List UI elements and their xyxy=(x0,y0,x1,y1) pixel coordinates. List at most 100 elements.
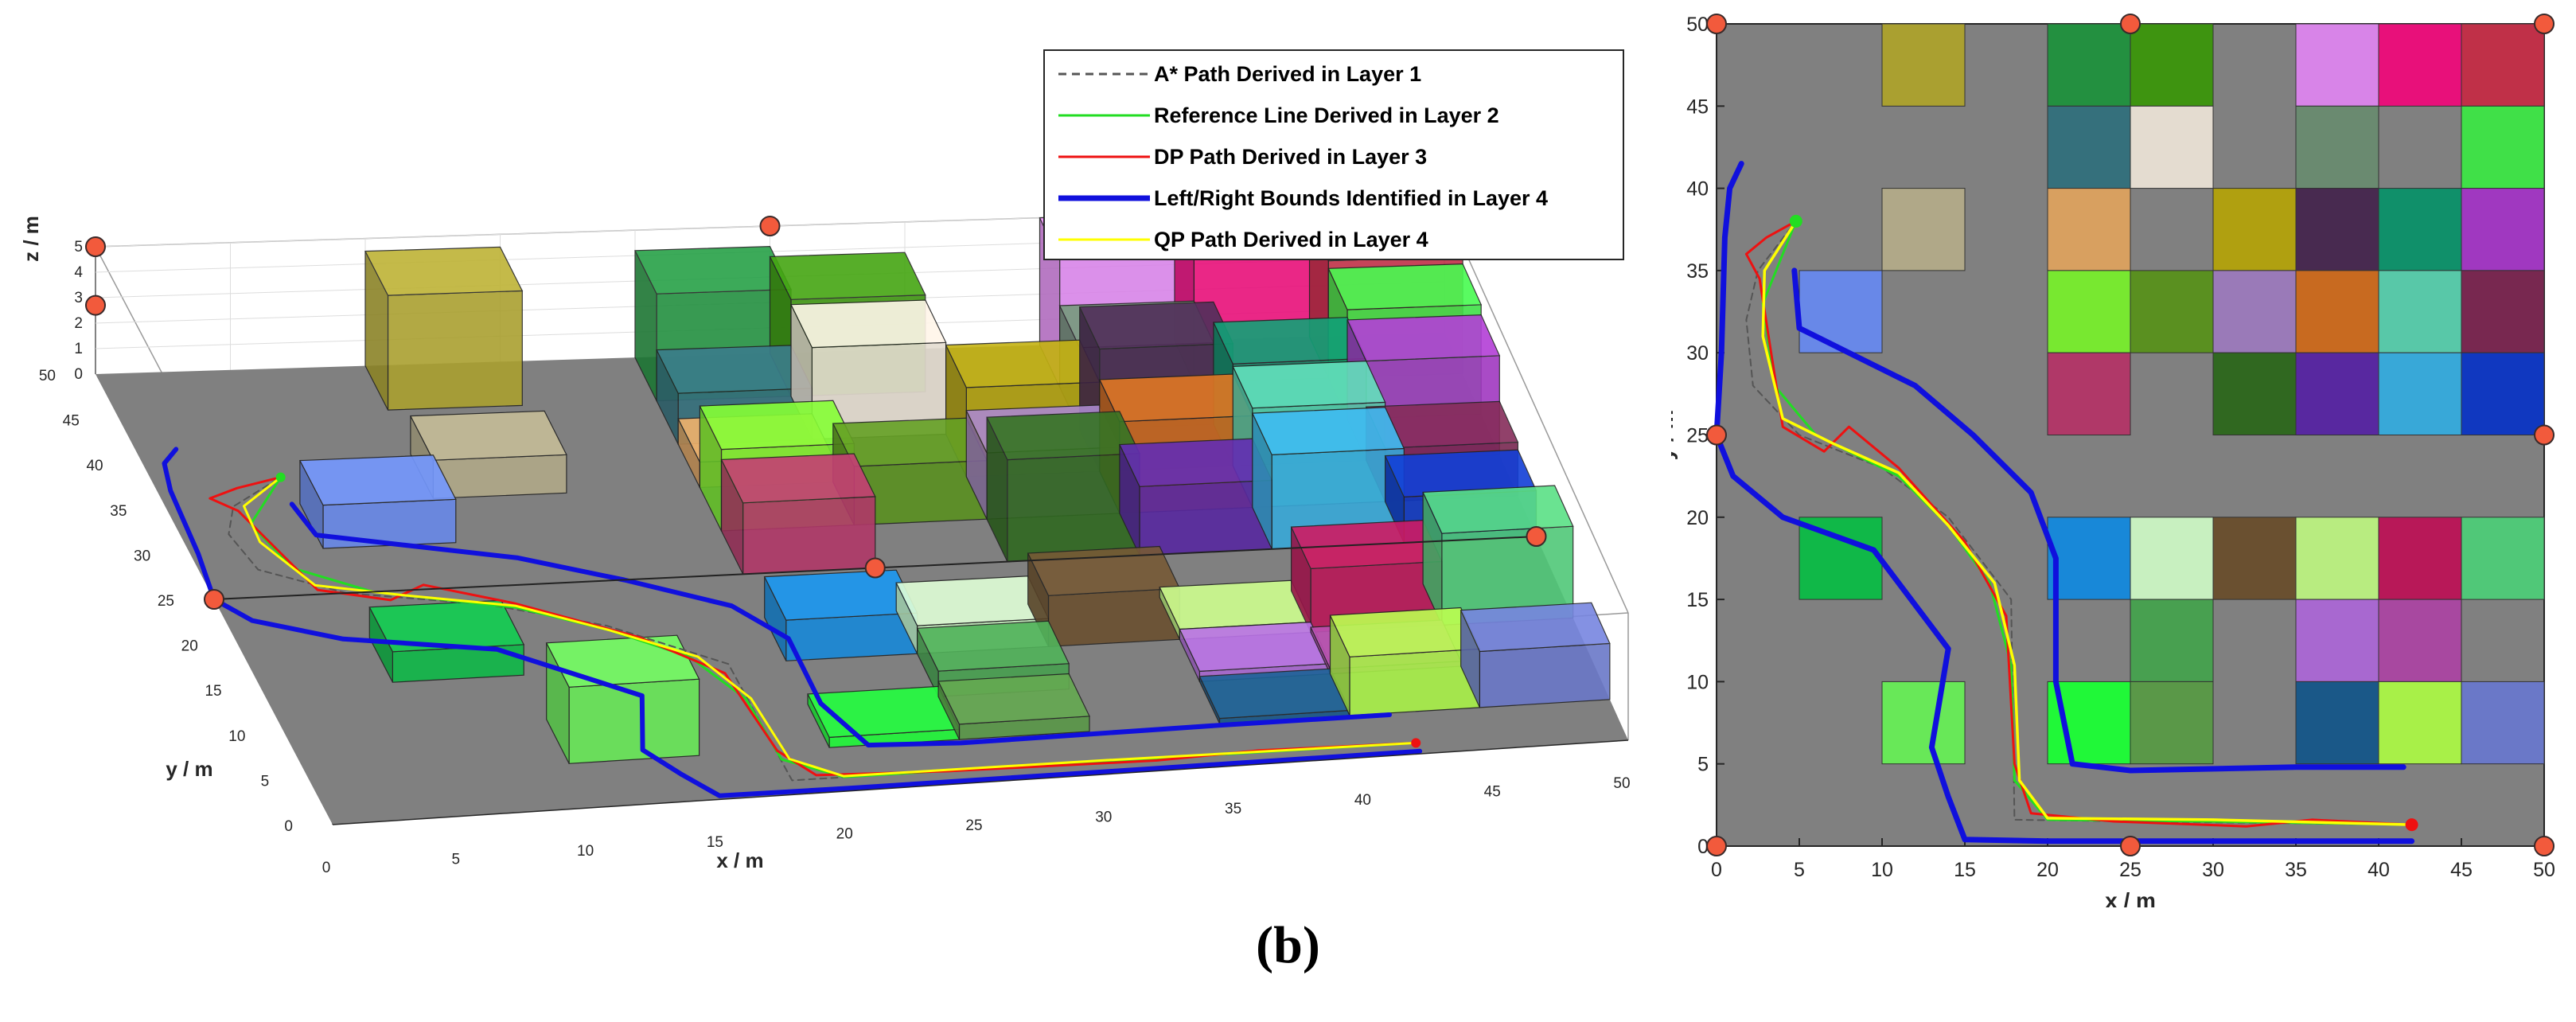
obstacle-2d-0 xyxy=(1881,23,1966,107)
obstacle-3d-28 xyxy=(368,599,525,683)
obstacle-3d-top xyxy=(986,411,1140,461)
x-tick-label-2d: 0 xyxy=(1711,859,1722,881)
y-tick-label-2d: 50 xyxy=(1686,14,1709,36)
corner-marker-2d xyxy=(2120,836,2141,856)
y-tick-label-3d: 10 xyxy=(228,728,245,745)
x-tick-label-3d: 0 xyxy=(322,860,331,876)
obstacle-2d-19 xyxy=(2212,270,2297,353)
z-tick-label-3d: 5 xyxy=(74,239,83,256)
frame-edge-3d xyxy=(332,739,1629,825)
obstacle-3d-16 xyxy=(298,454,457,549)
start-marker-3d xyxy=(1411,738,1421,748)
obstacle-3d-top xyxy=(1422,485,1574,534)
obstacle-2d-33 xyxy=(2378,517,2462,600)
obstacle-2d-3 xyxy=(2295,23,2379,107)
obstacle-2d-13 xyxy=(2295,188,2379,271)
obstacle-3d-43 xyxy=(1459,602,1611,708)
x-tick-label-3d: 30 xyxy=(1095,809,1112,825)
obstacle-2d-27 xyxy=(2461,352,2545,436)
corner-marker-2d xyxy=(2534,836,2555,856)
obstacle-2d-21 xyxy=(2378,270,2462,353)
obstacle-3d-top xyxy=(656,345,813,394)
y-tick-label-2d: 30 xyxy=(1686,342,1709,365)
x-tick-label-3d: 45 xyxy=(1484,784,1501,801)
y-axis-label-2d: y / m xyxy=(1671,410,1678,461)
goal-marker-2d xyxy=(1789,214,1802,228)
obstacle-3d-top xyxy=(763,569,918,621)
obstacle-3d-0 xyxy=(364,246,524,411)
obstacle-2d-16 xyxy=(1799,270,1883,353)
obstacle-2d-32 xyxy=(2295,517,2379,600)
x-tick-label-2d: 35 xyxy=(2285,859,2307,881)
legend-label-1: Reference Line Derived in Layer 2 xyxy=(1154,103,1499,127)
obstacle-3d-42 xyxy=(1329,607,1481,716)
corner-marker-3d xyxy=(85,295,106,316)
z-tick-label-3d: 4 xyxy=(74,264,83,281)
x-tick-label-2d: 50 xyxy=(2533,859,2555,881)
obstacle-2d-7 xyxy=(2130,105,2214,189)
view-3d-plot: 0510152025303540455005101520253035404550… xyxy=(19,49,1631,876)
x-tick-label-2d: 20 xyxy=(2036,859,2059,881)
legend-box xyxy=(1043,49,1624,260)
obstacle-2d-6 xyxy=(2047,105,2131,189)
x-tick-label-3d: 40 xyxy=(1354,792,1371,809)
obstacle-2d-29 xyxy=(2047,517,2131,600)
series-3d-5 xyxy=(243,476,1417,778)
x-tick-label-2d: 5 xyxy=(1794,859,1805,881)
obstacle-2d-15 xyxy=(2461,188,2545,271)
obstacle-3d-top xyxy=(1329,607,1481,657)
obstacle-2d-35 xyxy=(2130,599,2214,682)
obstacle-3d-34 xyxy=(1422,485,1574,626)
obstacle-3d-top xyxy=(1346,314,1501,362)
y-tick-label-2d: 0 xyxy=(1697,836,1709,858)
corner-marker-3d xyxy=(1526,526,1547,547)
corner-marker-2d xyxy=(2534,14,2555,34)
obstacle-3d-top xyxy=(1078,301,1234,350)
y-tick-label-3d: 0 xyxy=(284,818,293,835)
obstacle-3d-top xyxy=(1098,373,1253,423)
obstacle-2d-2 xyxy=(2130,23,2214,107)
x-tick-label-2d: 45 xyxy=(2450,859,2473,881)
corner-marker-2d xyxy=(1706,14,1727,34)
obstacle-3d-top xyxy=(945,339,1101,388)
x-tick-label-2d: 15 xyxy=(1954,859,1976,881)
x-axis-label-3d: x / m xyxy=(716,848,763,872)
y-tick-label-3d: 45 xyxy=(63,413,80,430)
obstacle-2d-42 xyxy=(2378,681,2462,765)
obstacle-3d-top xyxy=(916,620,1070,672)
series-2d-3 xyxy=(1713,161,2415,845)
legend-label-2: DP Path Derived in Layer 3 xyxy=(1154,145,1427,169)
obstacle-3d-7 xyxy=(790,299,947,440)
y-tick-label-2d: 5 xyxy=(1697,754,1709,776)
obstacle-2d-26 xyxy=(2378,352,2462,436)
obstacle-2d-5 xyxy=(2461,23,2545,107)
obstacle-3d-24 xyxy=(986,411,1140,563)
x-tick-label-2d: 10 xyxy=(1871,859,1893,881)
obstacle-2d-22 xyxy=(2461,270,2545,353)
obstacle-2d-30 xyxy=(2130,517,2214,600)
obstacle-3d-top xyxy=(1232,360,1386,409)
obstacle-3d-front xyxy=(387,290,523,411)
obstacle-2d-28 xyxy=(1799,517,1883,600)
series-3d-3 xyxy=(162,447,1423,798)
obstacle-2d-38 xyxy=(1881,681,1966,765)
y-tick-label-3d: 25 xyxy=(158,593,174,610)
obstacle-3d-40 xyxy=(937,673,1090,740)
legend-label-4: QP Path Derived in Layer 4 xyxy=(1154,228,1428,252)
y-tick-label-3d: 40 xyxy=(86,458,103,474)
x-axis-label-2d: x / m xyxy=(2105,888,2156,907)
z-axis-label-3d: z / m xyxy=(19,216,43,262)
obstacle-2d-43 xyxy=(2461,681,2545,765)
series-2d-2 xyxy=(1744,220,2414,828)
y-tick-label-3d: 5 xyxy=(261,773,270,790)
obstacle-2d-40 xyxy=(2130,681,2214,765)
obstacle-3d-front xyxy=(1349,648,1481,716)
y-tick-label-2d: 35 xyxy=(1686,260,1709,283)
x-tick-label-2d: 40 xyxy=(2368,859,2390,881)
series-2d-5 xyxy=(1761,220,2414,826)
z-tick-label-3d: 1 xyxy=(74,341,83,357)
obstacle-2d-14 xyxy=(2378,188,2462,271)
